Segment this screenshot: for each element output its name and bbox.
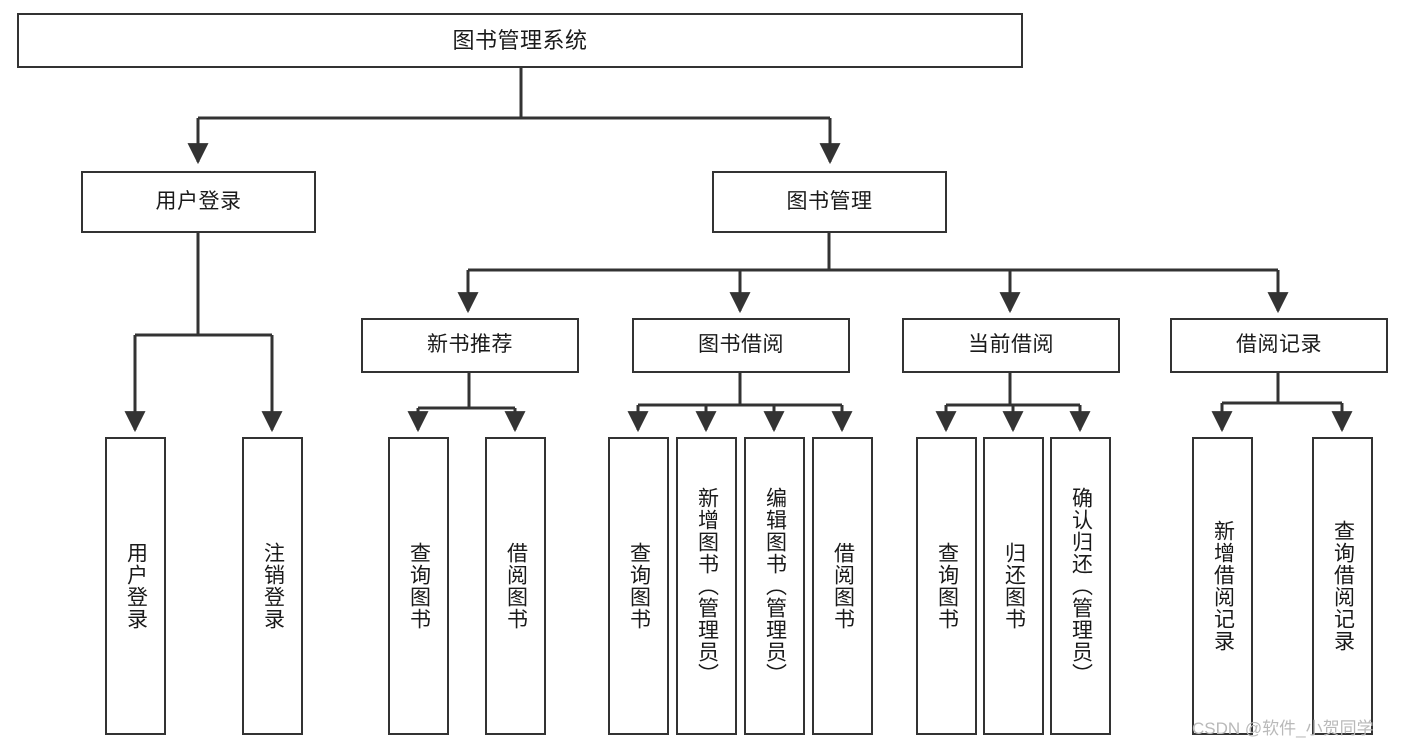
node-label: 确认归还（管理员） [1069,487,1093,685]
node-label: 借阅图书 [504,542,528,630]
node-label: 查询图书 [935,542,959,630]
node-label: 借阅图书 [831,542,855,630]
node-label: 新书推荐 [427,333,513,357]
node-root-system[interactable]: 图书管理系统 [17,13,1023,68]
node-label: 用户登录 [124,542,148,630]
node-leaf-return-book[interactable]: 归还图书 [983,437,1044,735]
node-leaf-logout[interactable]: 注销登录 [242,437,303,735]
node-label: 用户登录 [155,189,242,213]
node-book-management[interactable]: 图书管理 [712,171,947,233]
node-leaf-borrow-book-recommend[interactable]: 借阅图书 [485,437,546,735]
node-label: 注销登录 [261,542,285,630]
node-current-borrow[interactable]: 当前借阅 [902,318,1120,373]
node-label: 新增借阅记录 [1211,520,1235,652]
node-label: 当前借阅 [968,333,1054,357]
node-label: 借阅记录 [1236,333,1322,357]
watermark: CSDN @软件_小贺同学 [1192,719,1374,738]
node-leaf-add-book-admin[interactable]: 新增图书（管理员） [676,437,737,735]
node-leaf-query-book-borrow[interactable]: 查询图书 [608,437,669,735]
node-leaf-query-book-recommend[interactable]: 查询图书 [388,437,449,735]
node-new-book-recommend[interactable]: 新书推荐 [361,318,579,373]
node-label: 图书管理系统 [452,27,588,53]
node-label: 查询图书 [407,542,431,630]
node-leaf-query-borrow-record[interactable]: 查询借阅记录 [1312,437,1373,735]
node-label: 新增图书（管理员） [695,487,719,685]
node-label: 图书借阅 [698,333,784,357]
node-leaf-borrow-book[interactable]: 借阅图书 [812,437,873,735]
node-leaf-query-book-current[interactable]: 查询图书 [916,437,977,735]
node-leaf-add-borrow-record[interactable]: 新增借阅记录 [1192,437,1253,735]
node-label: 查询借阅记录 [1331,520,1355,652]
node-leaf-confirm-return-admin[interactable]: 确认归还（管理员） [1050,437,1111,735]
node-label: 查询图书 [627,542,651,630]
node-leaf-user-login[interactable]: 用户登录 [105,437,166,735]
node-book-borrow[interactable]: 图书借阅 [632,318,850,373]
node-label: 图书管理 [786,189,873,213]
node-leaf-edit-book-admin[interactable]: 编辑图书（管理员） [744,437,805,735]
node-user-login[interactable]: 用户登录 [81,171,316,233]
node-label: 编辑图书（管理员） [763,487,787,685]
node-borrow-records[interactable]: 借阅记录 [1170,318,1388,373]
node-label: 归还图书 [1002,542,1026,630]
